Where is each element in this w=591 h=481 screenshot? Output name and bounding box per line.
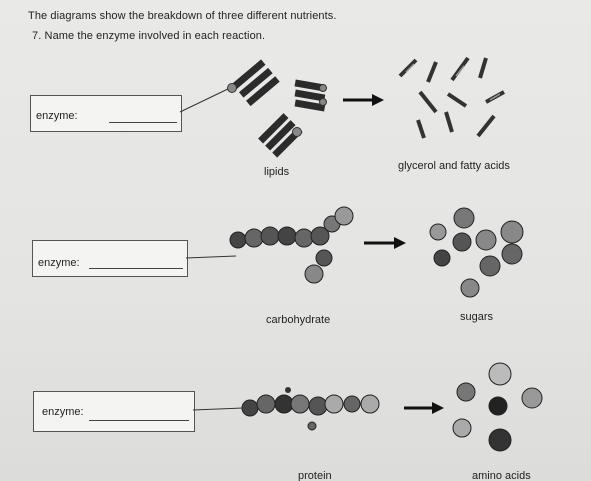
enzyme-answer-box-lipids[interactable]: enzyme: (30, 95, 182, 132)
caption-protein: protein (298, 470, 332, 481)
enzyme-answer-line[interactable] (109, 122, 177, 123)
sugar-molecule-icon (429, 207, 524, 298)
leader-line-protein (192, 407, 244, 411)
right-arrow-icon (364, 237, 406, 249)
caption-lipids: lipids (264, 166, 290, 178)
right-arrow-icon (404, 402, 444, 414)
leader-line-carbohydrate (185, 255, 237, 259)
enzyme-label: enzyme: (42, 406, 84, 418)
caption-sugars: sugars (460, 311, 494, 323)
caption-glycerol-fatty-acids: glycerol and fatty acids (398, 160, 510, 172)
fatty-acid-icon (398, 56, 505, 139)
amino-acid-icon (452, 362, 543, 452)
enzyme-answer-line[interactable] (89, 420, 189, 421)
leader-line-lipids (179, 86, 233, 113)
enzyme-answer-box-carbohydrate[interactable]: enzyme: (32, 240, 188, 277)
caption-carbohydrate: carbohydrate (266, 314, 331, 326)
protein-chain-icon (241, 387, 380, 431)
enzyme-label: enzyme: (36, 110, 78, 122)
carbohydrate-chain-icon (229, 206, 354, 284)
intro-text: The diagrams show the breakdown of three… (28, 10, 337, 22)
enzyme-label: enzyme: (38, 257, 80, 269)
enzyme-answer-line[interactable] (89, 268, 183, 269)
enzyme-answer-box-protein[interactable]: enzyme: (33, 391, 195, 432)
right-arrow-icon (343, 94, 384, 106)
question-text: 7. Name the enzyme involved in each reac… (32, 30, 266, 42)
caption-amino-acids: amino acids (472, 470, 531, 481)
lipid-molecule-icon (227, 59, 327, 158)
